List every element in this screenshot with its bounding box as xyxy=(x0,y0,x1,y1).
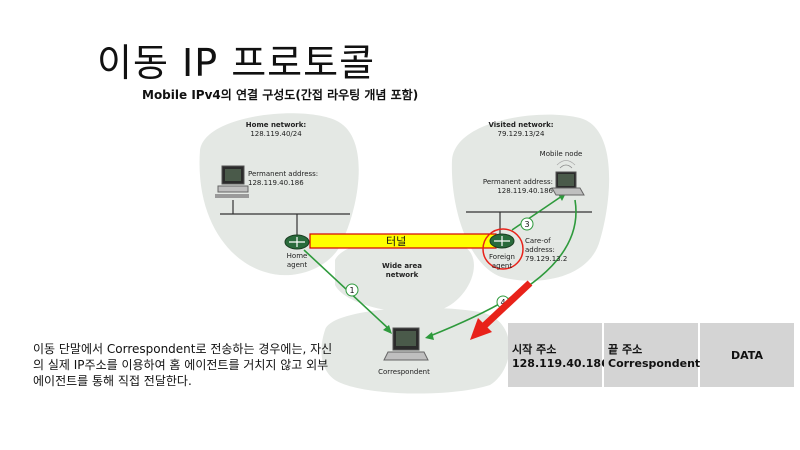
home-permanent-addr: 128.119.40.186 xyxy=(248,179,304,187)
tunnel-label: 터널 xyxy=(386,235,407,248)
foreign-agent-highlight xyxy=(482,228,524,270)
home-agent-label-1: Home xyxy=(287,252,308,260)
destination-address-label: 끝 주소 xyxy=(608,342,643,356)
path-step1-arrowhead xyxy=(383,325,392,334)
path-step3 xyxy=(511,195,563,231)
destination-address-cell: 끝 주소 Correspondent xyxy=(604,323,700,387)
source-address-cell: 시작 주소 128.119.40.186 xyxy=(508,323,609,387)
wan-label-1: Wide area xyxy=(382,262,422,270)
foreign-agent-label-2: agent xyxy=(492,262,512,270)
visited-network-label: Visited network: xyxy=(488,121,553,129)
home-network-label: Home network: xyxy=(246,121,307,129)
red-direction-arrow xyxy=(470,280,533,340)
packet-header-table: 시작 주소 128.119.40.186 끝 주소 Correspondent … xyxy=(508,323,794,387)
path-step4-arrowhead xyxy=(425,332,434,340)
foreign-agent-label-1: Foreign xyxy=(489,253,515,261)
home-agent-router-icon xyxy=(284,234,310,250)
home-permanent-label: Permanent address: xyxy=(248,170,318,178)
care-of-label-2: address: xyxy=(525,246,555,254)
visited-network-addr: 79.129.13/24 xyxy=(498,130,545,138)
step-1-marker: 1 xyxy=(345,283,359,297)
care-of-addr: 79.129.13.2 xyxy=(525,255,567,263)
home-computer-icon xyxy=(215,165,249,198)
source-address-label: 시작 주소 xyxy=(512,342,557,356)
slide-title: 이동 IP 프로토콜 xyxy=(97,41,376,85)
step-3-marker: 3 xyxy=(520,217,534,231)
care-of-label-1: Care-of xyxy=(525,237,551,245)
data-cell: DATA xyxy=(700,323,794,387)
wan-cloud xyxy=(335,237,474,313)
home-network-addr: 128.119.40/24 xyxy=(250,130,302,138)
source-address-value: 128.119.40.186 xyxy=(512,356,609,370)
svg-text:3: 3 xyxy=(524,220,529,229)
svg-text:1: 1 xyxy=(349,286,354,295)
foreign-agent-router-icon xyxy=(489,233,515,249)
visited-permanent-addr: 128.119.40.186 xyxy=(497,187,553,195)
home-agent-label-2: agent xyxy=(287,261,307,269)
correspondent-label: Correspondent xyxy=(378,368,430,376)
visited-permanent-label: Permanent address: xyxy=(483,178,553,186)
wan-label-2: network xyxy=(386,271,419,279)
path-step4 xyxy=(429,199,577,337)
mobile-node-label: Mobile node xyxy=(540,150,583,158)
wireless-signal-icon xyxy=(556,160,576,169)
correspondent-computer-icon xyxy=(383,327,429,361)
destination-address-value: Correspondent xyxy=(608,356,701,370)
svg-text:4: 4 xyxy=(500,298,505,307)
mobile-node-laptop-icon xyxy=(551,171,585,196)
correspondent-cloud xyxy=(321,307,510,394)
slide-subtitle: Mobile IPv4의 연결 구성도(간접 라우팅 개념 포함) xyxy=(142,88,419,102)
data-label: DATA xyxy=(731,348,763,362)
description-text: 이동 단말에서 Correspondent로 전송하는 경우에는, 자신의 실제… xyxy=(33,342,333,388)
